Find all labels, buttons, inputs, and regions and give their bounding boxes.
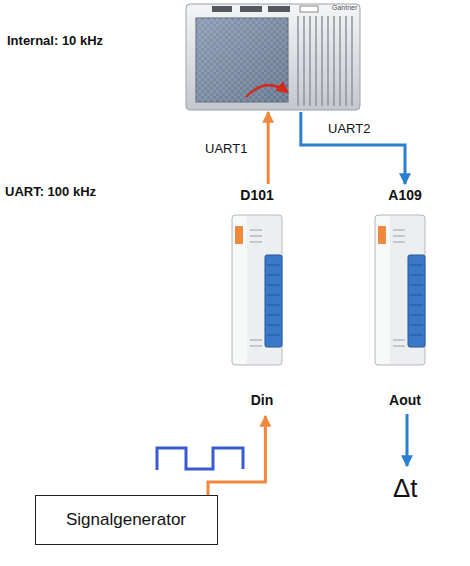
output-arrow xyxy=(406,414,409,466)
delay-symbol: Δt xyxy=(393,474,418,504)
channel-name: Aout xyxy=(372,392,438,408)
generator-box: Signalgenerator xyxy=(35,495,218,545)
brand-logo: Gantner xyxy=(332,4,372,12)
square-wave xyxy=(157,448,243,470)
box-label: Signalgenerator xyxy=(36,510,216,530)
daq-device: Gantner xyxy=(186,0,360,112)
bus-label: UART1 xyxy=(205,142,247,157)
bus-label: UART2 xyxy=(328,122,370,137)
bus-arrow xyxy=(301,112,405,184)
module-illustration xyxy=(375,215,425,365)
device-illustration xyxy=(186,4,360,110)
module-illustration xyxy=(232,215,282,365)
signal-arrow xyxy=(208,416,265,495)
module-name: D101 xyxy=(222,187,292,203)
bus-arrow xyxy=(267,112,270,184)
rate-note: UART: 100 kHz xyxy=(5,185,96,200)
rate-note: Internal: 10 kHz xyxy=(7,34,103,49)
io-module: D101Din xyxy=(222,184,292,416)
io-module: A109Aout xyxy=(372,184,438,416)
channel-name: Din xyxy=(222,392,302,408)
module-name: A109 xyxy=(372,187,438,203)
